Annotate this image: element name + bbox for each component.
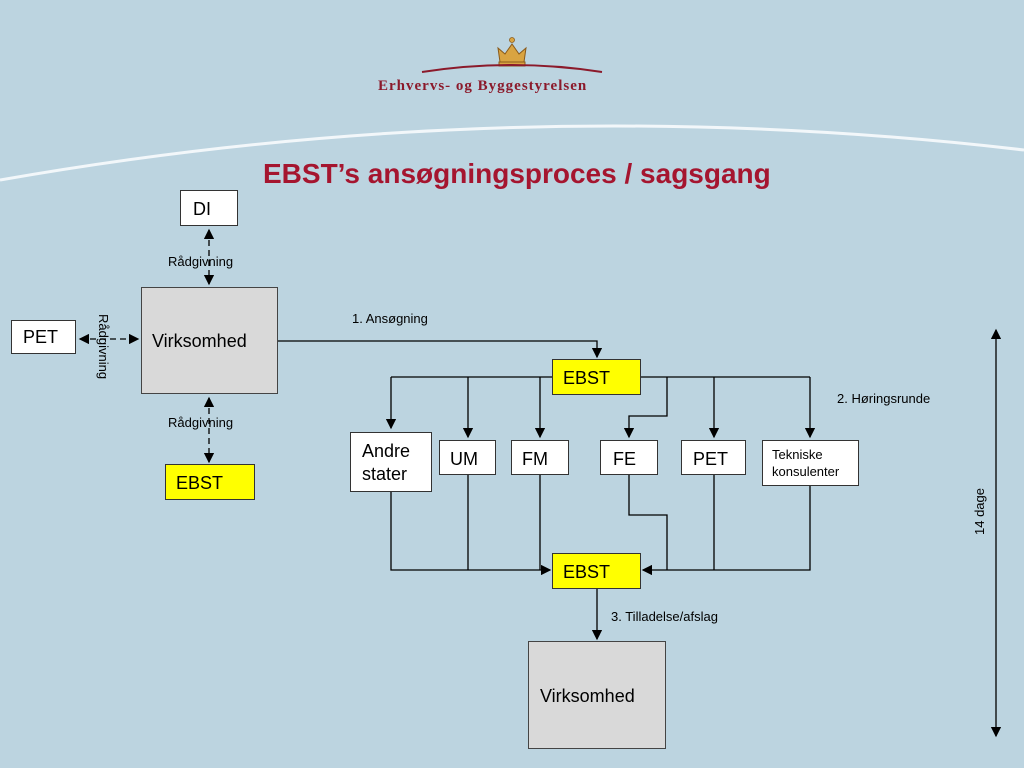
node-ebst-left: EBST — [165, 464, 255, 500]
node-di: DI — [180, 190, 238, 226]
header-arc — [0, 124, 1024, 182]
return-fe — [628, 475, 668, 570]
node-virksomhed-bottom: Virksomhed — [528, 641, 666, 749]
return-andre-stater — [390, 492, 552, 576]
crown-icon — [497, 37, 527, 67]
node-ebst-hub: EBST — [552, 359, 641, 395]
node-virksomhed-top: Virksomhed — [141, 287, 278, 394]
node-um: UM — [439, 440, 496, 475]
label-raadgivning-top: Rådgivning — [168, 254, 234, 269]
edge-to-fe — [623, 377, 668, 439]
return-tekniske — [641, 486, 811, 576]
node-andre-stater: Andre stater — [350, 432, 432, 492]
node-pet-left: PET — [11, 320, 76, 354]
organization-name: Erhvervs- og Byggestyrelsen — [378, 78, 588, 94]
label-step-decision: 3. Tilladelse/afslag — [611, 609, 718, 624]
logo-swoosh — [421, 64, 603, 73]
node-fe: FE — [600, 440, 658, 475]
node-tekniske-konsulenter: Tekniske konsulenter — [762, 440, 859, 486]
node-ebst-result: EBST — [552, 553, 641, 589]
label-duration: 14 dage — [972, 488, 987, 535]
label-raadgivning-side: Rådgivning — [96, 314, 111, 380]
label-raadgivning-bottom: Rådgivning — [168, 415, 234, 430]
node-pet: PET — [681, 440, 746, 475]
label-step-consultation: 2. Høringsrunde — [837, 391, 931, 406]
page-title: EBST’s ansøgningsproces / sagsgang — [263, 158, 771, 189]
edge-application — [278, 340, 603, 359]
label-step-application: 1. Ansøgning — [352, 311, 428, 326]
node-fm: FM — [511, 440, 569, 475]
